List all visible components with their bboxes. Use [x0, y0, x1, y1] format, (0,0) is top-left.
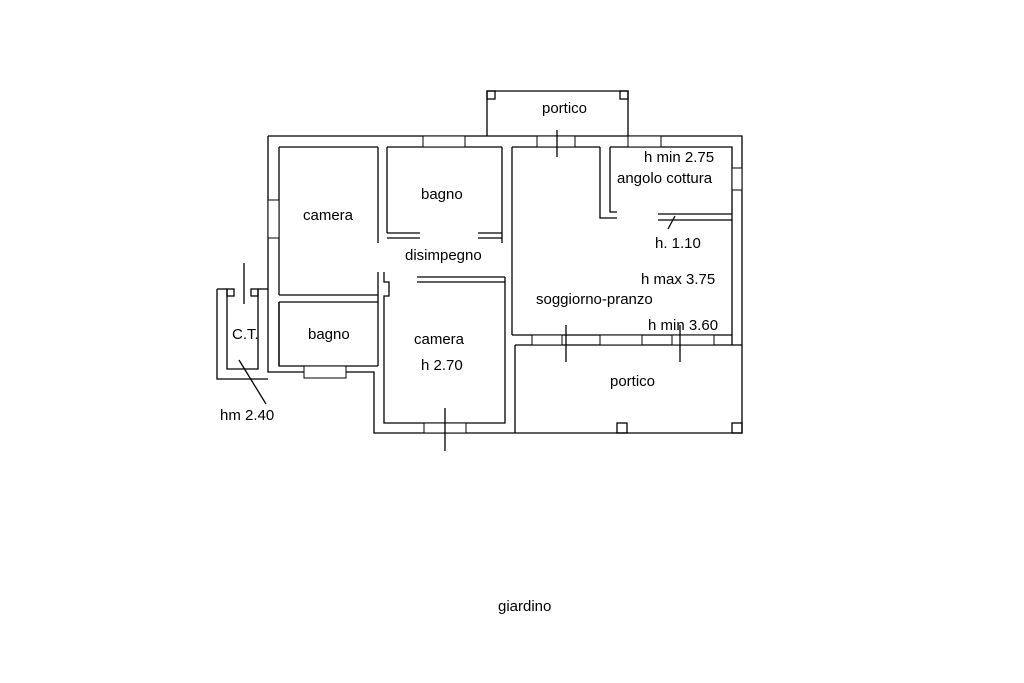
interior-walls [278, 147, 742, 433]
label-camera-left: camera [303, 207, 354, 224]
height-living-min: h min 3.60 [648, 317, 718, 334]
section-markers [238, 130, 681, 451]
height-living-max: h max 3.75 [641, 271, 715, 288]
height-ct: hm 2.40 [220, 407, 274, 424]
label-camera-bottom: camera [414, 331, 465, 348]
label-portico-top: portico [542, 100, 587, 117]
label-bagno-bottom: bagno [308, 326, 350, 343]
label-portico-bottom: portico [610, 373, 655, 390]
height-kitchen: h. 1.10 [655, 235, 701, 252]
room-labels: portico camera bagno disimpegno C.T. bag… [232, 100, 713, 615]
label-ct: C.T. [232, 326, 259, 343]
label-angolo-cottura: angolo cottura [617, 170, 713, 187]
height-camera: h 2.70 [421, 357, 463, 374]
height-kitchen-min: h min 2.75 [644, 149, 714, 166]
height-labels: h min 2.75 h. 1.10 h max 3.75 h min 3.60… [220, 149, 718, 424]
label-soggiorno-pranzo: soggiorno-pranzo [536, 291, 653, 308]
label-disimpegno: disimpegno [405, 247, 482, 264]
label-bagno-top: bagno [421, 186, 463, 203]
label-giardino: giardino [498, 598, 551, 615]
